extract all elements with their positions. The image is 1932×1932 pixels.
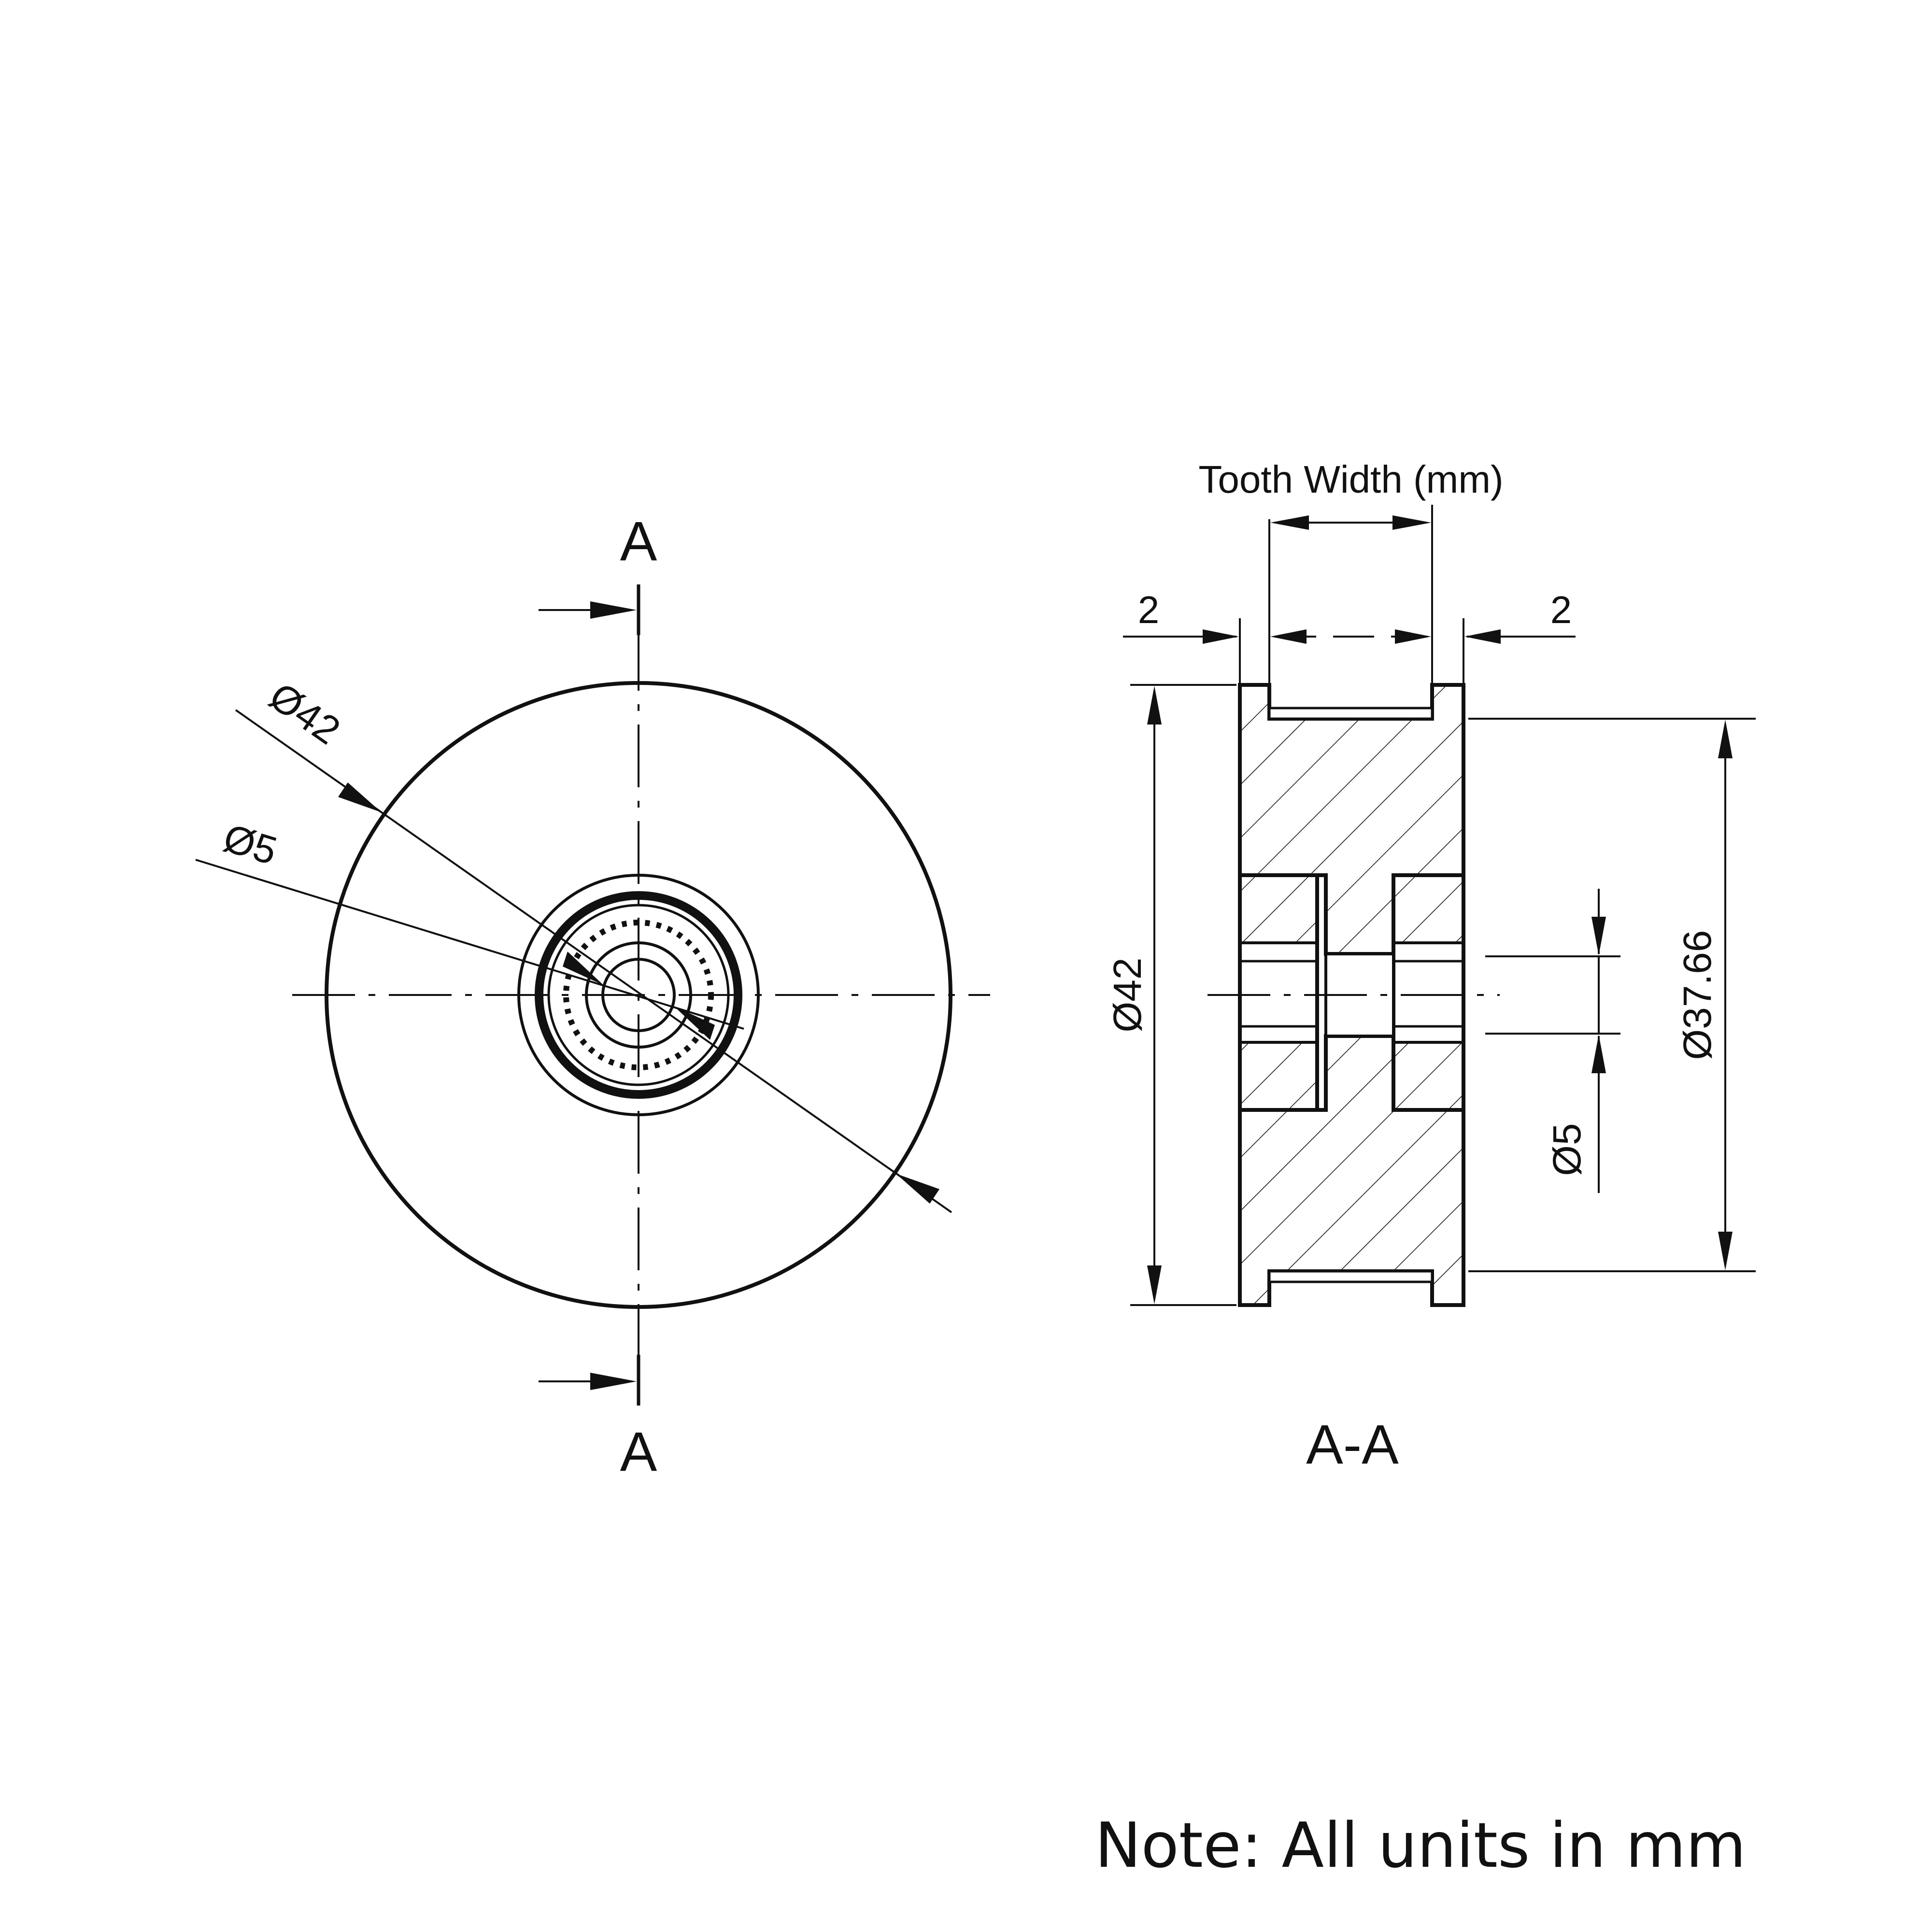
section-arrow-top-head bbox=[590, 601, 637, 619]
outer-diameter-circle bbox=[325, 681, 952, 1309]
dia42-arrow-top bbox=[1147, 686, 1162, 724]
section-title: A-A bbox=[1306, 1414, 1399, 1476]
dim-42-arrow-lower bbox=[896, 1174, 939, 1204]
bearing-inner-race bbox=[585, 941, 692, 1049]
dim-5-leader bbox=[195, 859, 744, 1030]
dim-5-arrow-left bbox=[563, 952, 604, 985]
flange-left-arrow-a bbox=[1203, 629, 1239, 644]
dim-front-outer-diameter: Ø42 bbox=[261, 674, 348, 753]
dim-section-bore-diameter: Ø5 bbox=[1545, 1123, 1589, 1176]
section-mark-bottom: A bbox=[620, 1421, 657, 1483]
tooth-width-arrow-left bbox=[1270, 515, 1309, 530]
dia3766-arrow-top bbox=[1718, 720, 1733, 758]
tooth-recess-bottom bbox=[1268, 1270, 1434, 1283]
bore-circle bbox=[601, 958, 676, 1032]
front-view: A A Ø42 Ø5 bbox=[195, 511, 990, 1483]
flange-right-arrow-a bbox=[1395, 629, 1431, 644]
hub-outer-circle bbox=[517, 874, 760, 1116]
dim-flange-left: 2 bbox=[1138, 588, 1160, 631]
section-view: Tooth Width (mm) 2 2 Ø42 Ø37.66 bbox=[1106, 458, 1756, 1476]
dim-tooth-width: Tooth Width (mm) bbox=[1198, 458, 1503, 501]
bearing-right bbox=[1392, 873, 1465, 1112]
bearing-left-bottom-ring bbox=[1238, 1041, 1319, 1111]
bearing-outer-ring bbox=[535, 891, 742, 1099]
dim-flange-right: 2 bbox=[1550, 588, 1572, 631]
bearing-right-top-ring bbox=[1392, 874, 1465, 944]
dim-tooth-diameter: Ø37.66 bbox=[1676, 930, 1719, 1060]
dim-section-outer-diameter: Ø42 bbox=[1106, 958, 1150, 1033]
units-note: Note: All units in mm bbox=[1095, 1810, 1746, 1882]
section-mark-top: A bbox=[620, 511, 657, 572]
dim-42-leader bbox=[235, 709, 952, 1213]
tooth-width-arrow-right bbox=[1392, 515, 1431, 530]
dia42-arrow-bottom bbox=[1147, 1265, 1162, 1304]
section-arrow-bottom-head bbox=[590, 1373, 637, 1390]
bearing-left bbox=[1238, 873, 1319, 1112]
dia5-arrow-top bbox=[1591, 917, 1606, 955]
flange-right-arrow-b bbox=[1464, 629, 1501, 644]
bearing-left-top-ring bbox=[1238, 874, 1319, 944]
dia5-arrow-bottom bbox=[1591, 1035, 1606, 1073]
tooth-recess-top bbox=[1268, 707, 1434, 720]
dia3766-arrow-bottom bbox=[1718, 1232, 1733, 1270]
dim-42-arrow-upper bbox=[338, 782, 382, 812]
flange-left-arrow-b bbox=[1270, 629, 1307, 644]
bearing-balls-arc bbox=[563, 920, 714, 1070]
dim-front-bore-diameter: Ø5 bbox=[218, 816, 282, 873]
dim-5-arrow-right bbox=[674, 1006, 715, 1040]
bearing-right-bottom-ring bbox=[1392, 1041, 1465, 1111]
bearing-inner-line bbox=[547, 904, 730, 1086]
